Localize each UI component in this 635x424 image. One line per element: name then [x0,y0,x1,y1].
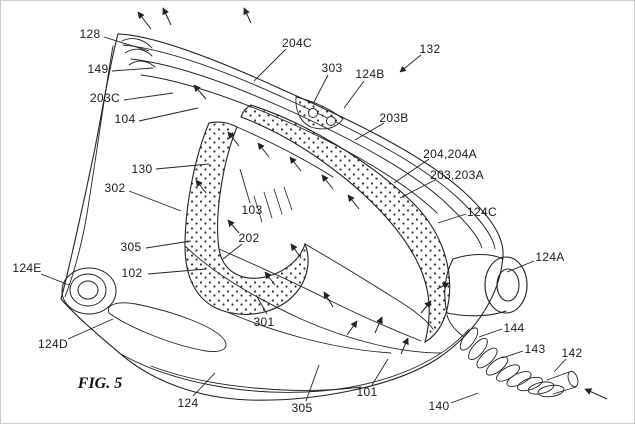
corrugated-hose [447,315,580,398]
small-plate-303 [296,97,343,129]
apex-detail [122,39,155,67]
leader-line-102 [147,268,207,275]
airflow-arrows [137,7,608,400]
outer-shell-outline [61,34,503,400]
leader-line-202 [222,243,243,260]
figure-caption: FIG. 5 [77,375,123,392]
leader-line-303 [313,74,329,103]
u-duct-stippled [185,122,308,314]
bottom-inner-lines [119,329,469,392]
outlet-cylinder [445,255,527,316]
leader-line-124B [343,80,365,109]
left-port-hole-inner [78,281,98,299]
lower-left-pocket [108,303,226,352]
leader-line-203-203A [399,179,436,199]
leader-line-301 [255,294,268,315]
leader-line-203C [123,92,174,101]
leader-line-204-204A [393,158,430,184]
leader-line-124 [192,372,216,397]
leader-line-130 [155,163,210,170]
left-port-hole-outer [70,274,106,306]
left-port-flange [62,268,116,314]
leader-line-132 [399,54,422,73]
right-band-stippled [241,105,450,342]
leader-line-101 [371,358,389,386]
leader-line-305 [305,364,320,402]
leader-line-103 [239,168,251,204]
leader-line-124A [506,260,535,273]
leader-line-142 [553,358,567,373]
leader-line-144 [478,328,503,338]
leader-line-143 [501,350,524,359]
leader-line-128 [103,36,150,52]
hatch-strokes [254,187,292,222]
leader-line-104 [138,107,199,122]
left-port-boss [62,268,116,314]
leader-line-203B [354,122,385,141]
leader-line-305 [145,240,192,249]
leader-line-124C [437,213,467,224]
leader-line-124E [40,273,70,286]
leader-line-149 [111,67,154,72]
leader-line-140 [450,392,479,404]
leader-lines [40,36,567,404]
leader-line-204C [253,48,287,82]
leader-line-124D [67,318,114,340]
leader-line-302 [128,190,182,212]
